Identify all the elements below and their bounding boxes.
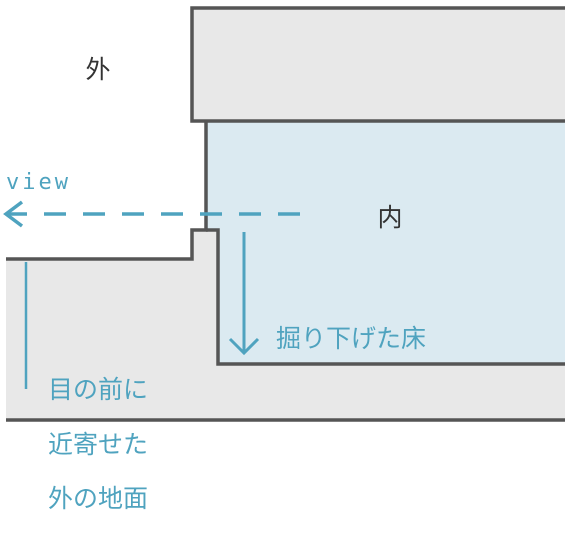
label-ground-line1: 目の前に [48,375,148,404]
sunken-floor-arrow [228,232,260,356]
section-outlines [6,6,565,422]
interior-space [206,121,565,364]
label-ground-line3: 外の地面 [48,484,148,513]
label-sunken-floor: 掘り下げた床 [276,324,426,353]
wall-outline [6,121,208,261]
sunken-floor-outline [206,228,565,366]
label-outside: 外 [85,55,110,84]
roof-outline [190,6,565,123]
label-ground-line2: 近寄せた [48,430,148,459]
label-view: view [6,170,71,195]
floor-slab [218,364,565,420]
label-inside: 内 [377,203,402,232]
roof-slab [192,8,565,121]
view-arrow [3,200,300,228]
exterior-ground [6,259,218,420]
wall-base-fill [192,230,218,260]
